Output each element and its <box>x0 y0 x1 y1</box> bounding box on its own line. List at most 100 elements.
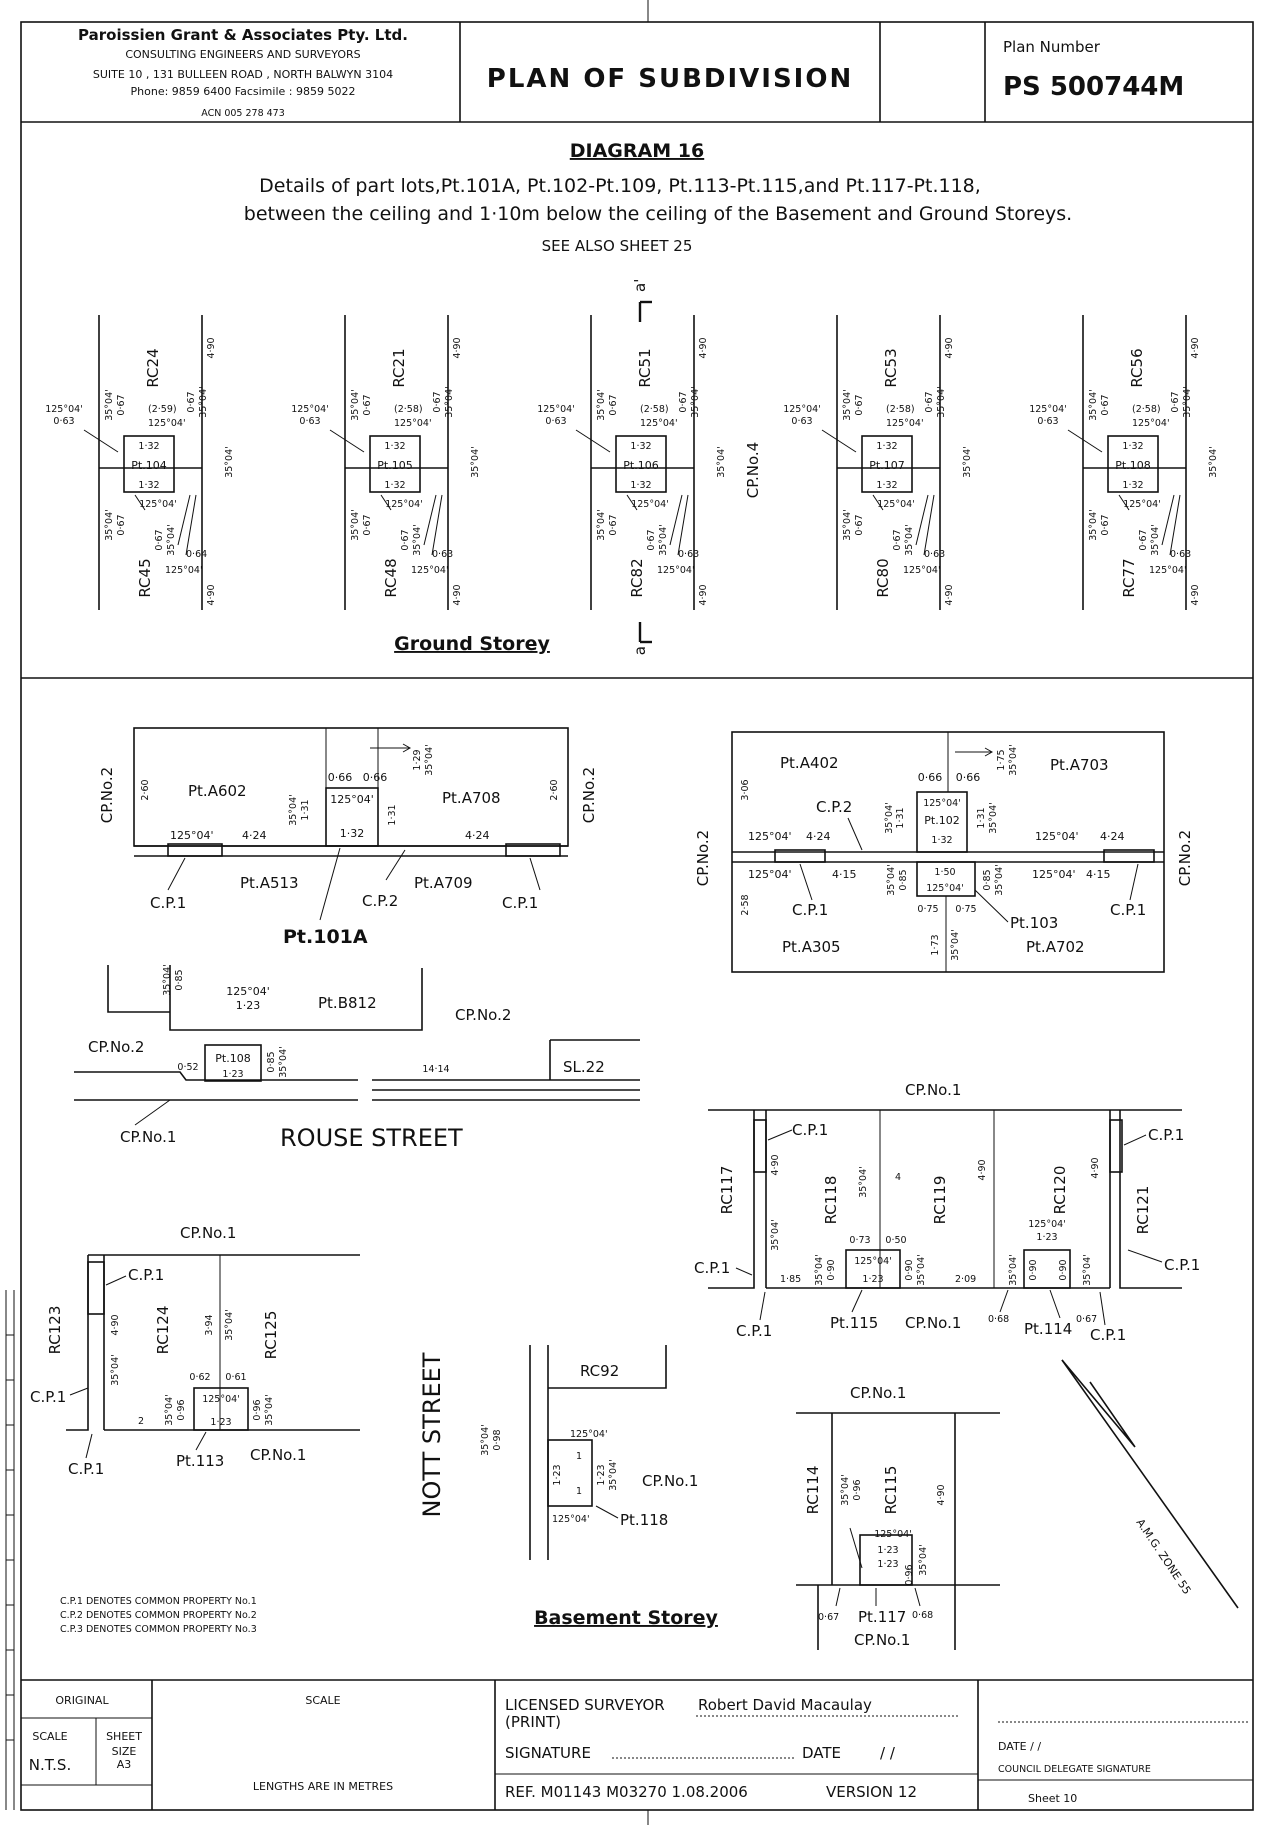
svg-text:CP.No.2: CP.No.2 <box>694 830 712 886</box>
svg-text:Pt.108: Pt.108 <box>215 1052 250 1065</box>
rc-label-bottom: RC48 <box>382 558 400 597</box>
svg-text:35°04': 35°04' <box>950 929 961 961</box>
svg-text:125°04': 125°04' <box>886 418 924 429</box>
plan-number-label: Plan Number <box>1003 38 1101 56</box>
sheet-number: Sheet 10 <box>1028 1792 1077 1805</box>
svg-text:0·67: 0·67 <box>154 529 165 550</box>
svg-text:2·60: 2·60 <box>140 779 151 800</box>
svg-text:4·90: 4·90 <box>977 1159 988 1180</box>
svg-text:(2·58): (2·58) <box>640 404 669 415</box>
svg-text:4·24: 4·24 <box>806 830 831 843</box>
svg-text:(2·58): (2·58) <box>886 404 915 415</box>
svg-text:2·09: 2·09 <box>955 1274 976 1285</box>
svg-text:4·90: 4·90 <box>936 1484 947 1505</box>
rc-label-bottom: RC77 <box>1120 558 1138 597</box>
svg-text:35°04': 35°04' <box>1008 744 1019 776</box>
svg-text:125°04': 125°04' <box>1029 404 1067 415</box>
plan-number: PS 500744M <box>1003 72 1184 102</box>
rc-label-top: RC24 <box>144 348 162 387</box>
svg-text:RC115: RC115 <box>882 1466 900 1515</box>
svg-text:CP.No.1: CP.No.1 <box>180 1224 236 1242</box>
svg-text:4·90: 4·90 <box>698 584 709 605</box>
svg-text:Pt.A702: Pt.A702 <box>1026 938 1085 956</box>
svg-text:1·32: 1·32 <box>138 441 159 452</box>
svg-text:CP.No.1: CP.No.1 <box>642 1472 698 1490</box>
svg-text:35°04': 35°04' <box>198 386 209 418</box>
rc-label-bottom: RC82 <box>628 558 646 597</box>
svg-text:35°04': 35°04' <box>1150 524 1161 556</box>
svg-text:SCALE: SCALE <box>32 1730 67 1743</box>
reference: REF. M01143 M03270 1.08.2006 <box>505 1783 748 1801</box>
svg-text:DATE: DATE <box>802 1744 841 1762</box>
svg-text:Pt.117: Pt.117 <box>858 1608 906 1626</box>
svg-text:RC114: RC114 <box>804 1466 822 1515</box>
svg-text:125°04': 125°04' <box>640 418 678 429</box>
svg-text:35°04': 35°04' <box>716 446 727 478</box>
svg-text:35°04': 35°04' <box>350 389 361 421</box>
svg-text:35°04': 35°04' <box>1008 1254 1019 1286</box>
svg-text:0·96: 0·96 <box>252 1399 263 1420</box>
svg-text:SIGNATURE: SIGNATURE <box>505 1744 591 1762</box>
svg-text:1·23: 1·23 <box>552 1464 563 1485</box>
svg-text:35°04': 35°04' <box>1088 509 1099 541</box>
legend-cp3: C.P.3 DENOTES COMMON PROPERTY No.3 <box>60 1624 257 1635</box>
svg-text:0·96: 0·96 <box>176 1399 187 1420</box>
svg-text:(2·59): (2·59) <box>148 404 177 415</box>
svg-text:CP.No.2: CP.No.2 <box>88 1038 144 1056</box>
svg-text:0·67: 0·67 <box>186 391 197 412</box>
svg-text:125°04': 125°04' <box>291 404 329 415</box>
svg-text:0·96: 0·96 <box>852 1479 863 1500</box>
svg-text:0·67: 0·67 <box>924 391 935 412</box>
svg-text:0·75: 0·75 <box>917 904 938 915</box>
svg-text:125°04': 125°04' <box>877 499 915 510</box>
svg-text:35°04': 35°04' <box>162 964 173 996</box>
ground-unit-2: RC21RC48Pt.1051·321·32(2·58)125°04'125°0… <box>291 315 481 610</box>
svg-text:125°04': 125°04' <box>748 830 792 843</box>
svg-text:(PRINT): (PRINT) <box>505 1713 561 1731</box>
svg-text:RC121: RC121 <box>1134 1186 1152 1235</box>
svg-text:CP.No.1: CP.No.1 <box>250 1446 306 1464</box>
svg-text:4·90: 4·90 <box>1190 584 1201 605</box>
svg-text:1·32: 1·32 <box>384 480 405 491</box>
detail-pt117: CP.No.1 RC114 35°04' 0·96 RC115 4·90 125… <box>796 1384 1000 1650</box>
svg-text:0·64: 0·64 <box>186 549 207 560</box>
svg-text:0·66: 0·66 <box>918 771 943 784</box>
svg-text:Pt.B812: Pt.B812 <box>318 994 377 1012</box>
svg-text:0·68: 0·68 <box>988 1314 1009 1325</box>
svg-text:1·32: 1·32 <box>340 827 365 840</box>
svg-text:35°04': 35°04' <box>886 864 897 896</box>
svg-text:125°04': 125°04' <box>657 565 695 576</box>
surveyor-name: Robert David Macaulay <box>698 1696 872 1714</box>
svg-text:125°04': 125°04' <box>45 404 83 415</box>
svg-text:1·32: 1·32 <box>876 480 897 491</box>
svg-text:Pt.103: Pt.103 <box>1010 914 1058 932</box>
svg-text:4·90: 4·90 <box>770 1154 781 1175</box>
svg-text:4·15: 4·15 <box>1086 868 1111 881</box>
svg-text:(2·58): (2·58) <box>1132 404 1161 415</box>
svg-text:RC120: RC120 <box>1051 1166 1069 1215</box>
svg-text:125°04': 125°04' <box>330 793 374 806</box>
svg-text:RC123: RC123 <box>46 1306 64 1355</box>
ground-unit-1: RC24RC45Pt.1041·321·32(2·59)125°04'125°0… <box>45 315 235 610</box>
svg-text:125°04': 125°04' <box>1132 418 1170 429</box>
legend-cp1: C.P.1 DENOTES COMMON PROPERTY No.1 <box>60 1596 257 1607</box>
svg-text:0·63: 0·63 <box>53 416 74 427</box>
svg-text:125°04': 125°04' <box>570 1429 608 1440</box>
svg-text:CP.No.1: CP.No.1 <box>905 1314 961 1332</box>
svg-text:35°04': 35°04' <box>1182 386 1193 418</box>
svg-text:35°04': 35°04' <box>842 509 853 541</box>
svg-text:C.P.1: C.P.1 <box>792 1121 828 1139</box>
svg-text:DATE / /: DATE / / <box>998 1740 1041 1753</box>
svg-text:4·90: 4·90 <box>1090 1157 1101 1178</box>
svg-text:0·67: 0·67 <box>1100 514 1111 535</box>
svg-text:35°04': 35°04' <box>916 1254 927 1286</box>
svg-text:0·75: 0·75 <box>955 904 976 915</box>
svg-text:1·23: 1·23 <box>1036 1232 1057 1243</box>
svg-text:0·73: 0·73 <box>849 1235 870 1246</box>
svg-text:C.P.1: C.P.1 <box>694 1259 730 1277</box>
svg-text:35°04': 35°04' <box>814 1254 825 1286</box>
rouse-street-label: ROUSE STREET <box>280 1124 463 1152</box>
svg-text:125°04': 125°04' <box>139 499 177 510</box>
svg-text:35°04': 35°04' <box>690 386 701 418</box>
svg-text:125°04': 125°04' <box>1028 1219 1066 1230</box>
